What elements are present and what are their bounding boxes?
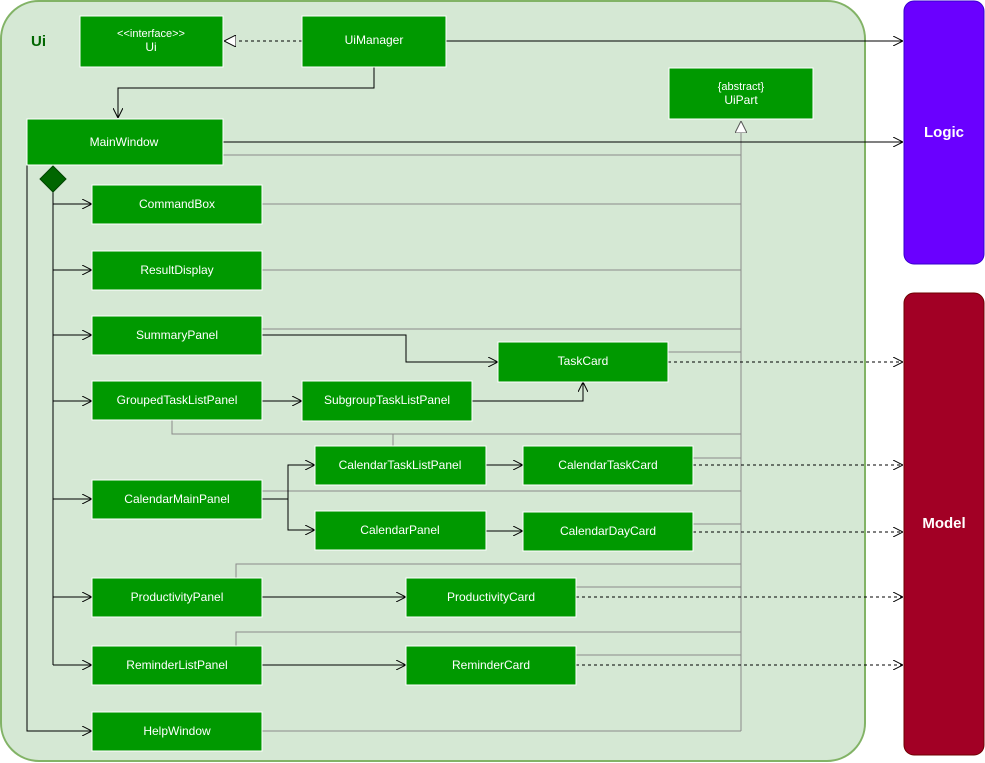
svg-text:CommandBox: CommandBox — [139, 197, 215, 211]
svg-text:CalendarTaskCard: CalendarTaskCard — [558, 458, 657, 472]
class-uimanager: UiManager — [301, 15, 447, 68]
ui-frame-label: Ui — [31, 33, 46, 50]
class-helpwindow: HelpWindow — [91, 711, 263, 752]
svg-text:ReminderCard: ReminderCard — [452, 658, 530, 672]
class-resultdisplay: ResultDisplay — [91, 250, 263, 291]
svg-text:Ui: Ui — [145, 40, 156, 54]
svg-text:CalendarTaskListPanel: CalendarTaskListPanel — [339, 458, 462, 472]
svg-text:{abstract}: {abstract} — [718, 81, 765, 93]
svg-text:HelpWindow: HelpWindow — [143, 724, 211, 738]
composition-diamond — [39, 165, 67, 193]
svg-text:CalendarPanel: CalendarPanel — [360, 523, 439, 537]
svg-text:UiManager: UiManager — [345, 33, 404, 47]
svg-text:ProductivityPanel: ProductivityPanel — [131, 590, 224, 604]
svg-text:ResultDisplay: ResultDisplay — [140, 263, 213, 277]
class-calendarpanel: CalendarPanel — [314, 510, 487, 551]
class-groupedtasklistpanel: GroupedTaskListPanel — [91, 380, 263, 421]
svg-text:ReminderListPanel: ReminderListPanel — [126, 658, 227, 672]
svg-text:TaskCard: TaskCard — [558, 354, 609, 368]
svg-text:MainWindow: MainWindow — [90, 135, 159, 149]
class-uipart: {abstract} UiPart — [668, 67, 814, 120]
logic-component — [903, 0, 985, 265]
class-productivitypanel: ProductivityPanel — [91, 577, 263, 618]
class-remindercard: ReminderCard — [405, 645, 577, 686]
svg-text:SummaryPanel: SummaryPanel — [136, 328, 218, 342]
class-summarypanel: SummaryPanel — [91, 315, 263, 356]
class-commandbox: CommandBox — [91, 184, 263, 225]
logic-label: Logic — [924, 124, 964, 141]
svg-text:<<interface>>: <<interface>> — [117, 28, 185, 40]
class-subgrouptasklistpanel: SubgroupTaskListPanel — [301, 380, 473, 422]
svg-text:UiPart: UiPart — [724, 93, 758, 107]
svg-text:GroupedTaskListPanel: GroupedTaskListPanel — [117, 393, 238, 407]
class-calendartasklistpanel: CalendarTaskListPanel — [314, 445, 487, 486]
svg-text:CalendarDayCard: CalendarDayCard — [560, 524, 656, 538]
uimanager-to-mainwindow — [118, 67, 375, 118]
class-calendarmainpanel: CalendarMainPanel — [91, 479, 263, 520]
inheritance-lines — [171, 130, 742, 732]
class-mainwindow: MainWindow — [26, 118, 224, 166]
mainwindow-to-helpwindow — [26, 165, 92, 731]
class-taskcard: TaskCard — [497, 341, 669, 383]
svg-text:SubgroupTaskListPanel: SubgroupTaskListPanel — [324, 393, 450, 407]
class-reminderlistpanel: ReminderListPanel — [91, 645, 263, 686]
model-component — [903, 292, 985, 756]
class-calendardaycard: CalendarDayCard — [522, 511, 694, 552]
class-calendartaskcard: CalendarTaskCard — [522, 445, 694, 486]
model-label: Model — [922, 515, 965, 532]
class-ui: <<interface>> Ui — [79, 15, 224, 68]
class-productivitycard: ProductivityCard — [405, 577, 577, 618]
svg-text:ProductivityCard: ProductivityCard — [447, 590, 535, 604]
svg-text:CalendarMainPanel: CalendarMainPanel — [124, 492, 229, 506]
